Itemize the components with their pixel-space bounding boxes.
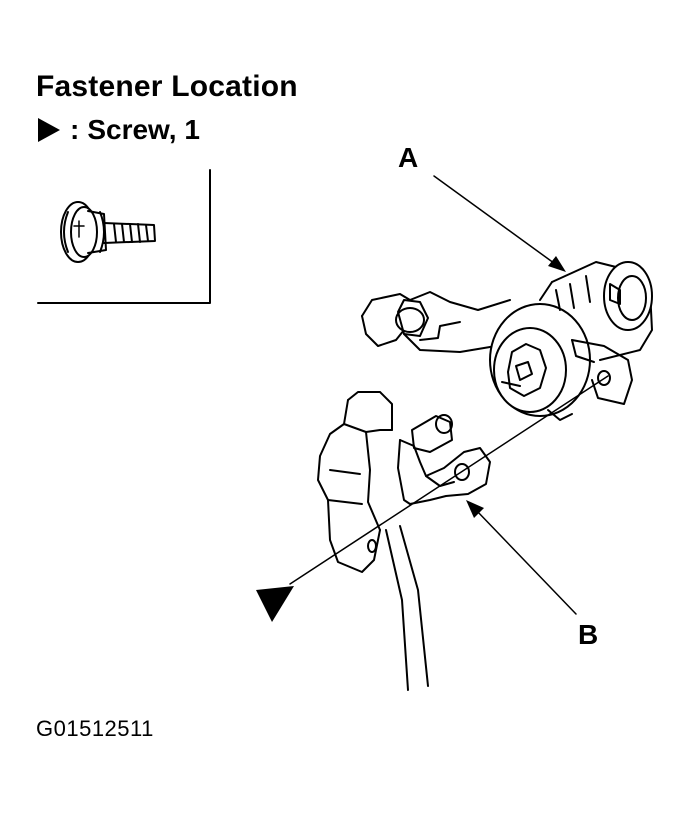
- callout-a-label: A: [398, 142, 419, 173]
- fastener-axis-line: [290, 376, 608, 584]
- page-title: Fastener Location: [36, 70, 298, 103]
- legend-separator: :: [70, 114, 80, 145]
- triangle-right-icon: [38, 118, 60, 142]
- leader-a: [434, 176, 566, 272]
- part-b-column-bracket: [318, 392, 490, 690]
- leader-b: [466, 500, 576, 614]
- legend-label: Screw, 1: [87, 114, 200, 145]
- screw-inset-frame: [38, 170, 210, 303]
- screw-icon: [61, 202, 155, 262]
- fastener-legend: : Screw, 1: [36, 114, 200, 146]
- figure-id: G01512511: [36, 716, 154, 741]
- triangle-fastener-icon: [256, 586, 294, 622]
- part-a-ignition-switch: [362, 262, 652, 420]
- callout-b-label: B: [578, 619, 599, 650]
